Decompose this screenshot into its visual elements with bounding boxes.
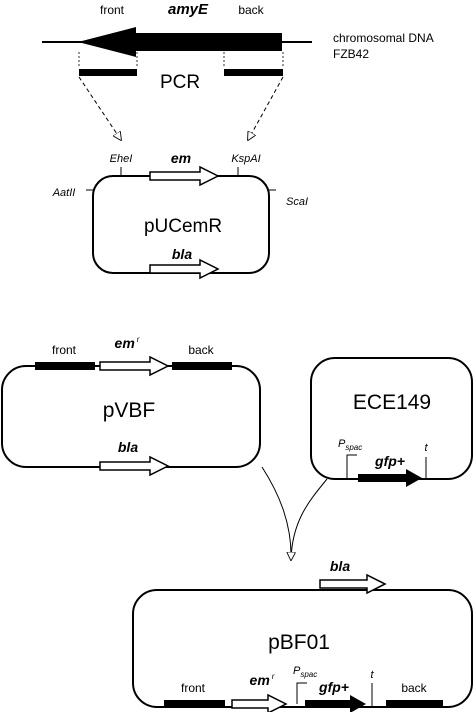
pbf01-bla-label: bla: [330, 558, 350, 574]
pvbf-back-label: back: [188, 343, 214, 357]
aatii-site-label: AatII: [52, 187, 76, 199]
pvbf-back-block: [172, 362, 232, 370]
pucemr-em-arrow: [149, 165, 220, 187]
pbf01-front-block: [164, 700, 225, 708]
pbf01-back-label: back: [401, 681, 427, 695]
pvbf-bla-arrow: [99, 455, 170, 477]
pbf01-em-arrow: [231, 693, 288, 712]
pbf01-outline: [132, 589, 473, 708]
ece149-plasmid: ECE149 Pspac gfp+ t: [310, 357, 473, 487]
pvbf-name: pVBF: [103, 399, 156, 422]
ece149-gfp-label: gfp+: [374, 453, 405, 469]
amye-gene-arrow: [78, 27, 282, 57]
pvbf-bla-label: bla: [118, 439, 138, 455]
chromosome-front-label: front: [100, 3, 125, 17]
pbf01-promoter-p: P: [293, 665, 301, 677]
ece149-promoter-label: Pspac: [338, 438, 362, 452]
pbf01-front-label: front: [181, 681, 206, 695]
pcr-label: PCR: [160, 72, 200, 93]
pucemr-bla-arrow: [149, 258, 220, 280]
ece149-promoter-bracket: [346, 454, 357, 478]
pvbf-em-superscript: r: [137, 335, 140, 344]
pbf01-name: pBF01: [268, 631, 330, 654]
ece149-terminator-label: t: [424, 442, 428, 454]
pbf01-gfp-label: gfp+: [318, 679, 349, 695]
ece149-merge-curve: [291, 478, 328, 560]
front-insert-arrow: [78, 76, 121, 140]
pvbf-em-arrow: [99, 355, 170, 377]
ehei-site-label: EheI: [110, 153, 133, 165]
pbf01-back-block: [386, 700, 443, 708]
pvbf-front-block: [35, 362, 95, 370]
pbf01-em-superscript: r: [272, 672, 275, 681]
pbf01-promoter-label: Pspac: [293, 665, 317, 679]
kspai-site-label: KspAI: [231, 153, 260, 165]
pcr-front-fragment: [79, 69, 137, 76]
pucemr-name: pUCemR: [144, 216, 222, 237]
pucemr-bla-label: bla: [172, 246, 192, 262]
back-insert-arrow: [248, 76, 284, 140]
pucemr-plasmid: EheI KspAI AatII ScaI em pUCemR bla: [52, 150, 308, 280]
pbf01-bla-arrow: [319, 573, 387, 595]
pbf01-gfp-arrow: [305, 695, 366, 712]
ece149-promoter-sub: spac: [345, 443, 362, 452]
pcr-back-fragment: [224, 69, 283, 76]
pvbf-front-label: front: [52, 343, 77, 357]
pbf01-promoter-bracket: [296, 682, 307, 704]
scai-site-label: ScaI: [286, 196, 308, 208]
chromosome-note-line2: FZB42: [333, 47, 369, 61]
ece149-promoter-p: P: [338, 438, 346, 450]
chromosome-section: amyE front back chromosomal DNA FZB42 PC…: [42, 1, 434, 140]
ece149-gfp-arrow: [358, 469, 422, 487]
pbf01-promoter-sub: spac: [300, 670, 317, 679]
pbf01-em-text: em: [250, 672, 270, 688]
pucemr-em-label: em: [171, 150, 191, 166]
pvbf-em-text: em: [115, 335, 135, 351]
pvbf-merge-curve: [261, 466, 292, 561]
chromosome-back-label: back: [238, 3, 264, 17]
ece149-name: ECE149: [353, 391, 431, 414]
pbf01-terminator-label: t: [370, 669, 374, 681]
chromosome-note-line1: chromosomal DNA: [333, 31, 434, 45]
amye-label: amyE: [168, 1, 209, 18]
